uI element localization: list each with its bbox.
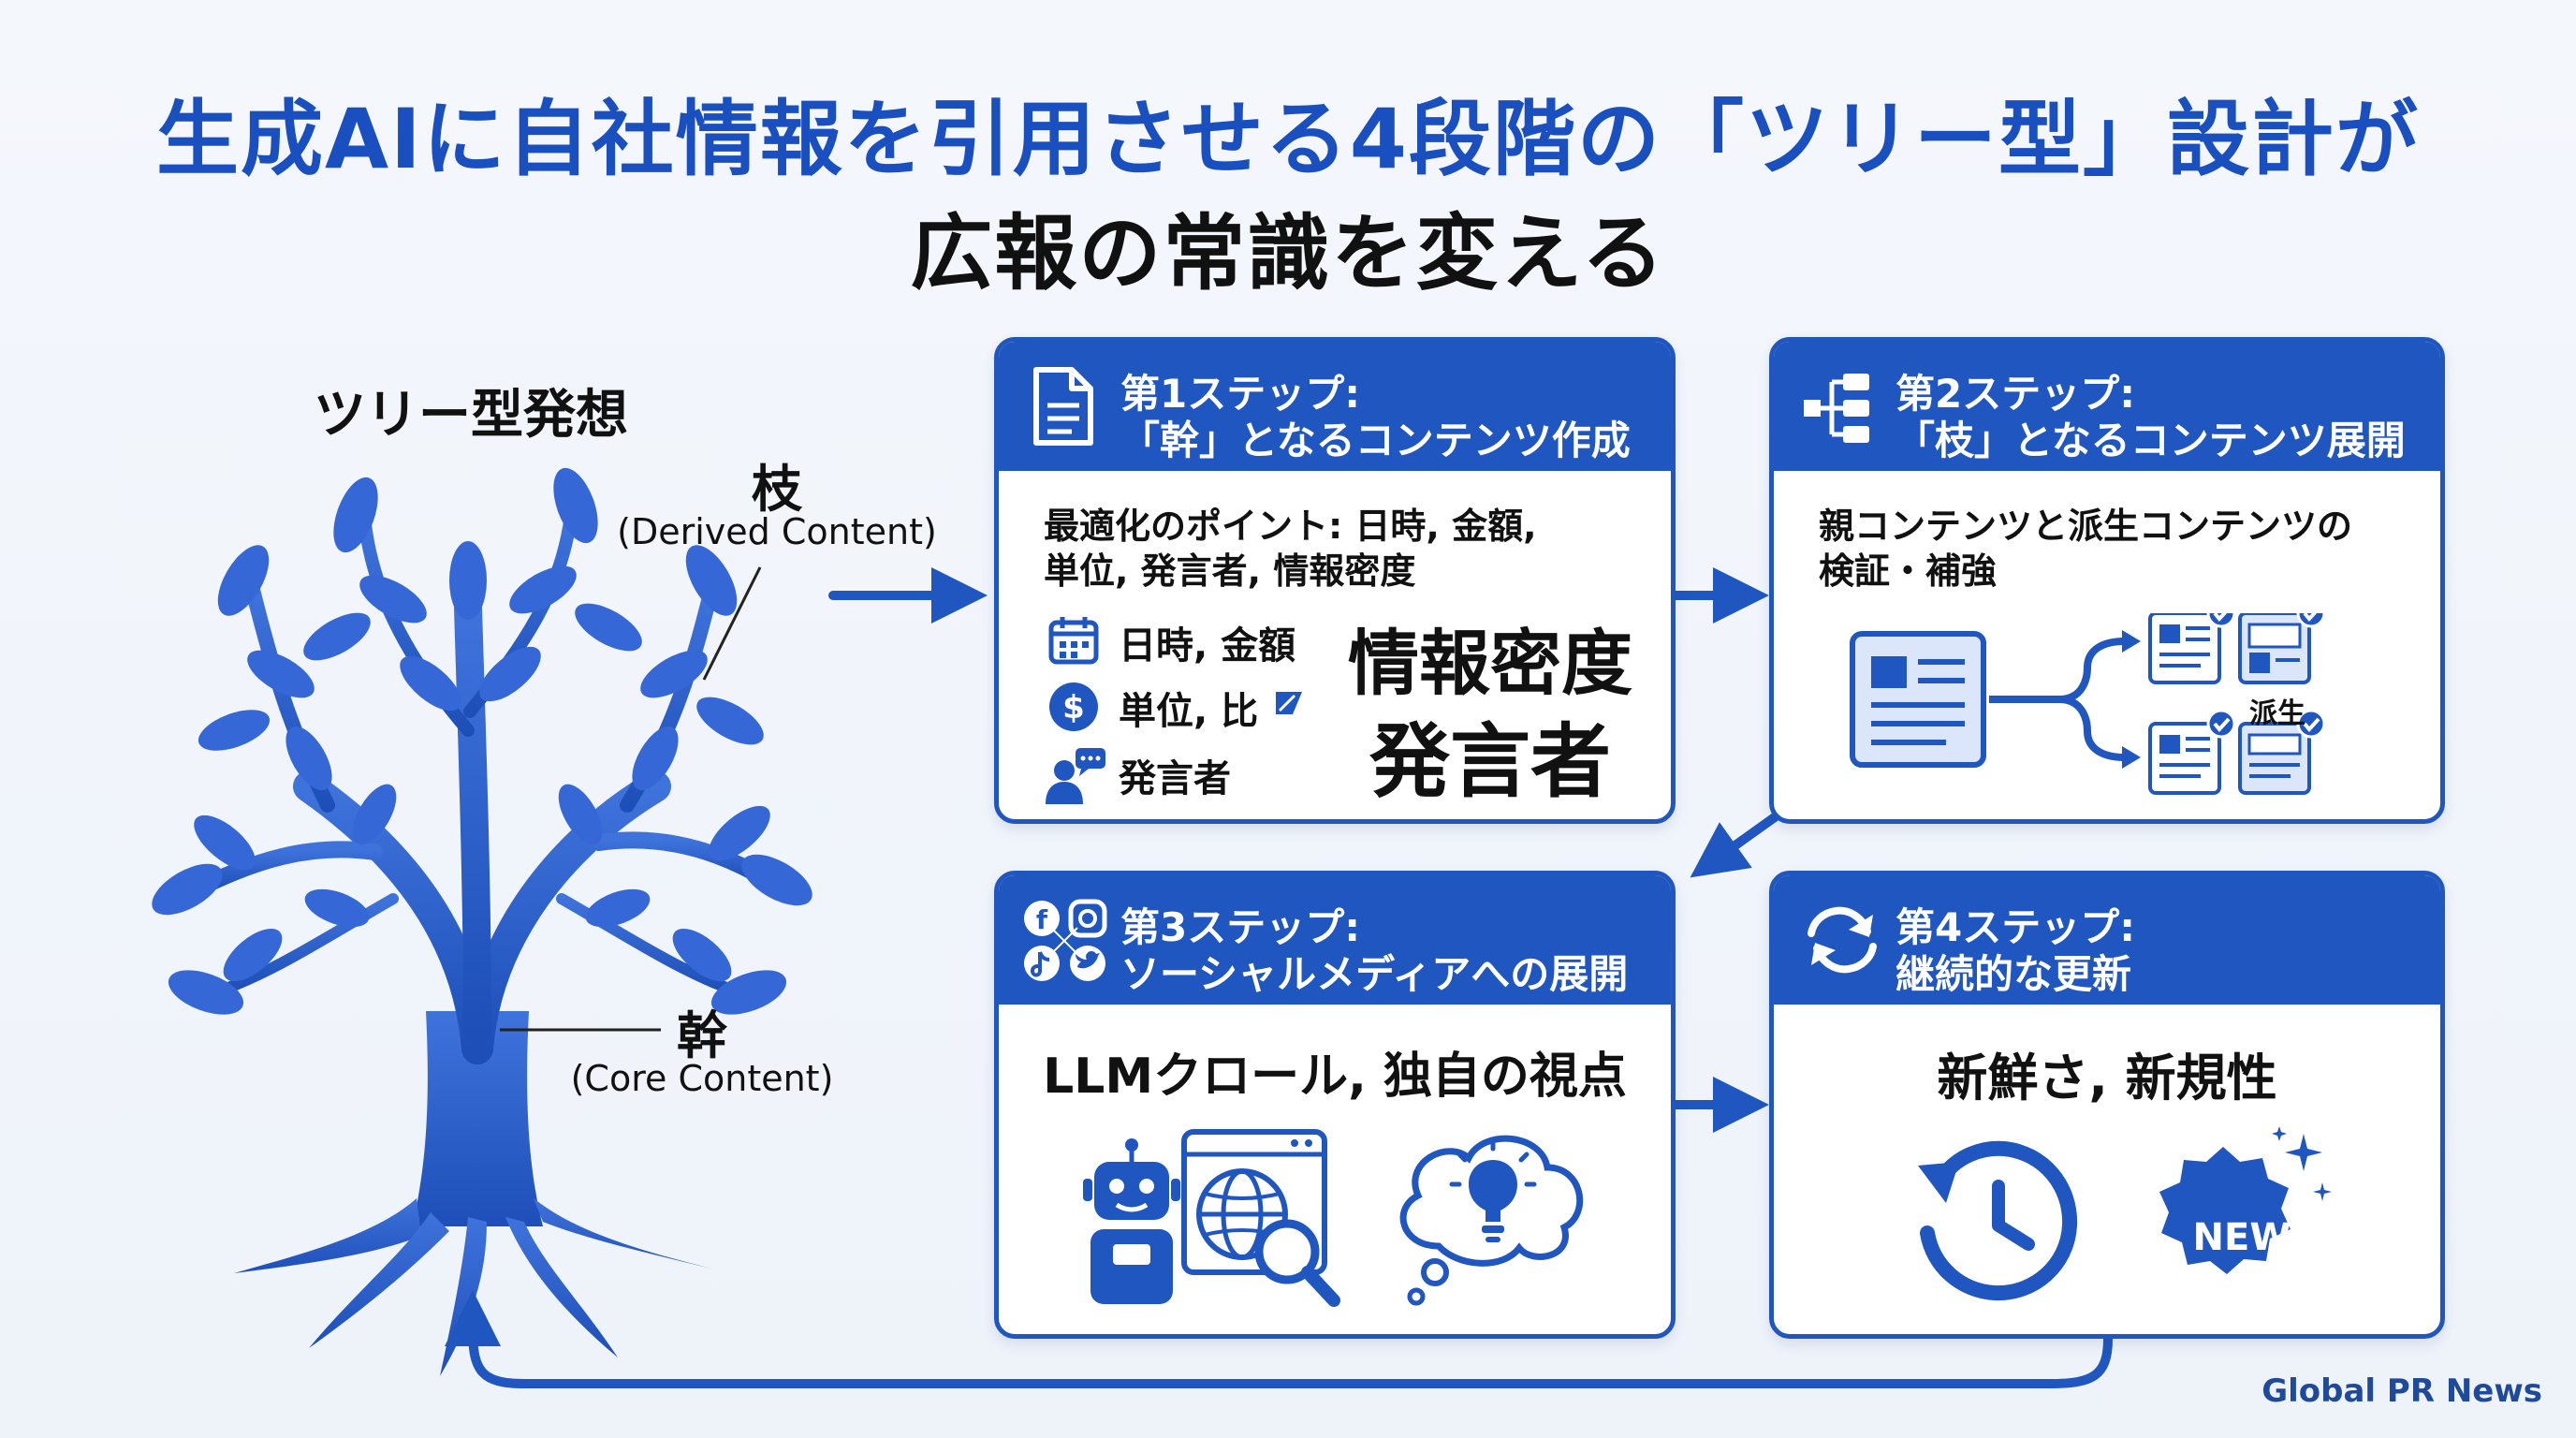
new-badge-label: NEW (2192, 1216, 2291, 1259)
robot-icon (1083, 1138, 1180, 1304)
branch-sub-label: (Derived Content) (617, 511, 937, 552)
step-1-header: 第1ステップ: 「幹」となるコンテンツ作成 (999, 342, 1671, 471)
check-icon (2206, 613, 2326, 739)
step-2-title-line-2: 「枝」となるコンテンツ展開 (1895, 418, 2406, 463)
step-1-big-line-2: 発言者 (1369, 715, 1611, 809)
robot-crawler-illustration (1083, 1129, 1340, 1307)
hierarchy-icon (1804, 374, 1869, 443)
step-1-card: 第1ステップ: 「幹」となるコンテンツ作成 最適化のポイント: 日時, 金額, … (994, 337, 1676, 824)
lightbulb-thought-icon (1399, 1135, 1584, 1306)
step-4-card: 第4ステップ: 継続的な更新 新鮮さ, 新規性 NEW (1769, 871, 2445, 1339)
step-3-body: LLMクロール, 独自の視点 (1043, 1049, 1627, 1105)
step-4-header: 第4ステップ: 継続的な更新 (1774, 875, 2440, 1005)
new-badge-icon (2159, 1126, 2332, 1274)
step-4-body: 新鮮さ, 新規性 (1937, 1049, 2277, 1108)
calendar-icon (1048, 617, 1099, 665)
step-2-header: 第2ステップ: 「枝」となるコンテンツ展開 (1774, 342, 2440, 471)
refresh-icon (1808, 906, 1877, 974)
brand-footer: Global PR News (2261, 1372, 2542, 1410)
tree-heading: ツリー型発想 (314, 385, 628, 446)
branch-leader-line (702, 566, 762, 681)
step-1-item-3: 発言者 (1119, 757, 1231, 800)
svg-text:f: f (1036, 904, 1048, 935)
derived-docs (2148, 613, 2311, 795)
trunk-label: 幹 (677, 1006, 727, 1065)
trunk-leader-line (500, 1028, 661, 1032)
content-derivation-diagram (1850, 613, 2326, 795)
derived-label: 派生 (2249, 697, 2305, 730)
magnifier-icon (1254, 1219, 1340, 1307)
history-clock-icon (1918, 1140, 2078, 1301)
title-line-2: 広報の常識を変える (910, 205, 1666, 301)
speaker-icon (1046, 748, 1105, 804)
step-1-title-line-1: 第1ステップ: (1120, 371, 1361, 417)
step-2-title-line-1: 第2ステップ: (1895, 371, 2136, 417)
step-1-title-line-2: 「幹」となるコンテンツ作成 (1120, 418, 1631, 463)
trunk-sub-label: (Core Content) (570, 1058, 834, 1099)
step-4-title-line-1: 第4ステップ: (1895, 904, 2136, 950)
branch-label: 枝 (752, 460, 802, 519)
step-1-item-1: 日時, 金額 (1119, 624, 1296, 668)
step-1-big-line-1: 情報密度 (1348, 622, 1632, 705)
step-1-body-line-1: 最適化のポイント: 日時, 金額, (1044, 506, 1537, 547)
step-1-body-line-2: 単位, 発言者, 情報密度 (1044, 550, 1416, 592)
step-4-title-line-2: 継続的な更新 (1895, 951, 2132, 997)
step-2-card: 第2ステップ: 「枝」となるコンテンツ展開 親コンテンツと派生コンテンツの 検証… (1769, 337, 2445, 824)
document-icon (1033, 367, 1093, 446)
social-media-icon: f (1024, 899, 1107, 981)
step-3-header: f 第3ステップ: ソーシャルメディアへの展開 (999, 875, 1671, 1005)
ratio-flag-icon (1276, 692, 1302, 714)
title-line-1: 生成AIに自社情報を引用させる4段階の「ツリー型」設計が (155, 91, 2421, 187)
step-2-body-line-2: 検証・補強 (1819, 550, 1998, 592)
step-1-item-2: 単位, 比 (1119, 690, 1259, 733)
step-3-card: f 第3ステップ: ソーシャルメディアへの展開 LLMクロール, 独自の視点 (994, 871, 1676, 1339)
svg-text:$: $ (1062, 689, 1085, 726)
step-3-title-line-2: ソーシャルメディアへの展開 (1120, 951, 1629, 997)
step-3-title-line-1: 第3ステップ: (1120, 904, 1361, 950)
step-2-body-line-1: 親コンテンツと派生コンテンツの (1819, 506, 2353, 547)
dollar-icon: $ (1049, 682, 1098, 731)
